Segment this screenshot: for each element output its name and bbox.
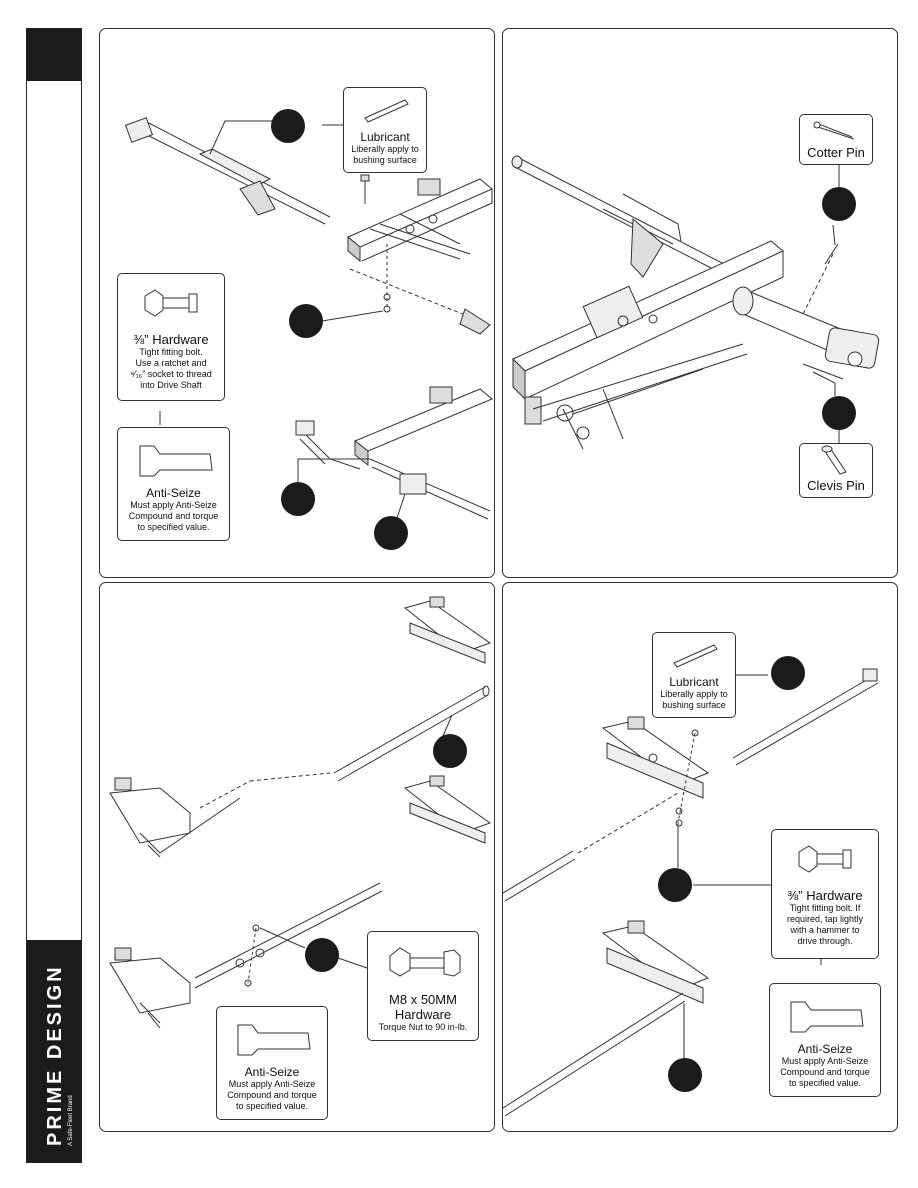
step-marker-i [771, 656, 805, 690]
bolt-icon [798, 845, 852, 873]
sidebar-top-block [27, 29, 81, 81]
step-panel-4: Lubricant Liberally apply to bushing sur… [502, 582, 898, 1132]
antiseize-desc-2: Compound and torque [227, 1090, 317, 1100]
clevis-pin-title: Clevis Pin [807, 478, 865, 493]
step-marker-k [668, 1058, 702, 1092]
cotter-pin-icon [813, 121, 855, 140]
cotter-pin-callout: Cotter Pin [799, 114, 873, 165]
step-marker-e [822, 187, 856, 221]
hardware-desc-2: required, tap lightly [786, 914, 864, 924]
sidebar: PRIME DESIGN A Safe-Fleet Brand [26, 28, 82, 1163]
assembly-diagram-2 [511, 155, 880, 450]
m8-hardware-desc: Torque Nut to 90 in-lb. [378, 1022, 468, 1032]
antiseize-title: Anti-Seize [146, 486, 201, 500]
antiseize-desc-2: Compound and torque [128, 511, 219, 521]
hardware-desc-4: into Drive Shaft [140, 380, 202, 390]
antiseize-desc-3: to specified value. [788, 1078, 862, 1088]
lubricant-desc-2: bushing surface [353, 155, 417, 165]
hardware-desc-2: Use a ratchet and [135, 358, 207, 368]
hardware-desc-1: Tight fitting bolt. If [789, 903, 861, 913]
lubricant-callout-2: Lubricant Liberally apply to bushing sur… [652, 632, 736, 718]
step-marker-h [305, 938, 339, 972]
step-panel-2: Cotter Pin Clevis Pin [502, 28, 898, 578]
clevis-pin-icon [821, 445, 847, 475]
lubricant-desc-2: bushing surface [662, 700, 726, 710]
step-panel-3: M8 x 50MM Hardware Torque Nut to 90 in-l… [99, 582, 495, 1132]
brand-tagline: A Safe-Fleet Brand [68, 1095, 74, 1146]
brand-name: PRIME DESIGN [44, 964, 66, 1146]
lubricant-callout: Lubricant Liberally apply to bushing sur… [343, 87, 427, 173]
assembly-diagram-3 [109, 596, 492, 1029]
m8-bolt-icon [389, 947, 461, 977]
brand-logo: PRIME DESIGN A Safe-Fleet Brand [44, 964, 74, 1146]
lubricant-tube-icon [364, 99, 409, 123]
antiseize-callout-3: Anti-Seize Must apply Anti-Seize Compoun… [769, 983, 881, 1097]
bolt-icon [144, 289, 198, 317]
lubricant-desc-1: Liberally apply to [351, 144, 419, 154]
lubricant-desc-1: Liberally apply to [660, 689, 728, 699]
antiseize-desc-1: Must apply Anti-Seize [781, 1056, 869, 1066]
lubricant-title: Lubricant [360, 130, 410, 144]
step-marker-a [271, 109, 305, 143]
hardware-desc-3: ⁹⁄₁₆” socket to thread [130, 369, 212, 379]
hardware-callout: ⅜” Hardware Tight fitting bolt. Use a ra… [117, 273, 225, 401]
m8-hardware-title-2: Hardware [394, 1007, 452, 1022]
hardware-desc-3: with a hammer to [790, 925, 860, 935]
step-marker-g [433, 734, 467, 768]
antiseize-desc-2: Compound and torque [780, 1067, 870, 1077]
hardware-title: ⅜” Hardware [787, 888, 863, 903]
antiseize-tube-icon [790, 1001, 864, 1033]
step-marker-c [281, 482, 315, 516]
antiseize-title: Anti-Seize [244, 1065, 300, 1079]
sidebar-brand-block: PRIME DESIGN A Safe-Fleet Brand [27, 940, 81, 1162]
step-marker-j [658, 868, 692, 902]
lubricant-tube-icon [673, 644, 718, 668]
antiseize-desc-3: to specified value. [137, 522, 210, 532]
step-panel-1: Lubricant Liberally apply to bushing sur… [99, 28, 495, 578]
antiseize-desc-3: to specified value. [235, 1101, 309, 1111]
antiseize-title: Anti-Seize [797, 1042, 853, 1056]
antiseize-callout-2: Anti-Seize Must apply Anti-Seize Compoun… [216, 1006, 328, 1120]
m8-hardware-callout: M8 x 50MM Hardware Torque Nut to 90 in-l… [367, 931, 479, 1041]
hardware-callout-2: ⅜” Hardware Tight fitting bolt. If requi… [771, 829, 879, 959]
assembly-diagram-4 [503, 656, 879, 1117]
m8-hardware-title-1: M8 x 50MM [389, 992, 457, 1007]
step-marker-d [374, 516, 408, 550]
hardware-title: ⅜” Hardware [133, 332, 209, 347]
hardware-desc-1: Tight fitting bolt. [139, 347, 203, 357]
antiseize-callout: Anti-Seize Must apply Anti-Seize Compoun… [117, 427, 230, 541]
hardware-desc-4: drive through. [797, 936, 853, 946]
clevis-pin-callout: Clevis Pin [799, 443, 873, 498]
antiseize-tube-icon [237, 1024, 311, 1056]
antiseize-desc-1: Must apply Anti-Seize [228, 1079, 316, 1089]
step-marker-f [822, 396, 856, 430]
antiseize-tube-icon [139, 445, 213, 477]
lubricant-title: Lubricant [669, 675, 719, 689]
cotter-pin-title: Cotter Pin [807, 145, 865, 160]
assembly-diagram-1 [124, 109, 493, 550]
step-marker-b [289, 304, 323, 338]
antiseize-desc-1: Must apply Anti-Seize [130, 500, 217, 510]
